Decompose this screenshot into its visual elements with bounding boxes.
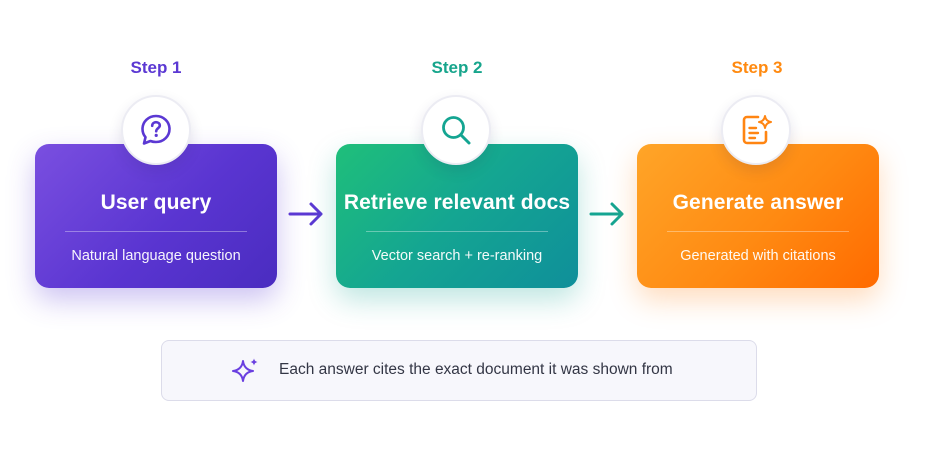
step-3-icon-badge (721, 95, 791, 165)
speech-bubble-question-icon (141, 114, 171, 145)
step-1-divider (65, 231, 247, 232)
step-1-label: Step 1 (130, 58, 182, 77)
step-3-subtitle: Generated with citations (680, 248, 836, 264)
step-2-label: Step 2 (431, 58, 483, 77)
magnifier-icon (442, 116, 471, 145)
step-3-title: Generate answer (672, 191, 844, 214)
step-3-card: Generate answer Generated with citations (637, 144, 879, 288)
step-1-icon-badge (121, 95, 191, 165)
right-arrow-icon (589, 202, 624, 226)
step-3-divider (667, 231, 849, 232)
note-box: Each answer cites the exact document it … (161, 340, 757, 401)
step-1-card: User query Natural language question (35, 144, 277, 288)
step-2-divider (366, 231, 548, 232)
right-arrow-icon (288, 202, 323, 226)
step-2-card: Retrieve relevant docs Vector search + r… (336, 144, 578, 288)
step-1-title: User query (100, 191, 212, 214)
step-2-subtitle: Vector search + re-ranking (371, 248, 543, 264)
step-3-label: Step 3 (731, 58, 783, 77)
step-2-title: Retrieve relevant docs (343, 191, 571, 214)
step-2-icon-badge (421, 95, 491, 165)
sparkle-icon (232, 358, 258, 382)
document-sparkle-icon (742, 115, 772, 145)
step-1-subtitle: Natural language question (71, 248, 241, 264)
note-text: Each answer cites the exact document it … (279, 361, 673, 378)
